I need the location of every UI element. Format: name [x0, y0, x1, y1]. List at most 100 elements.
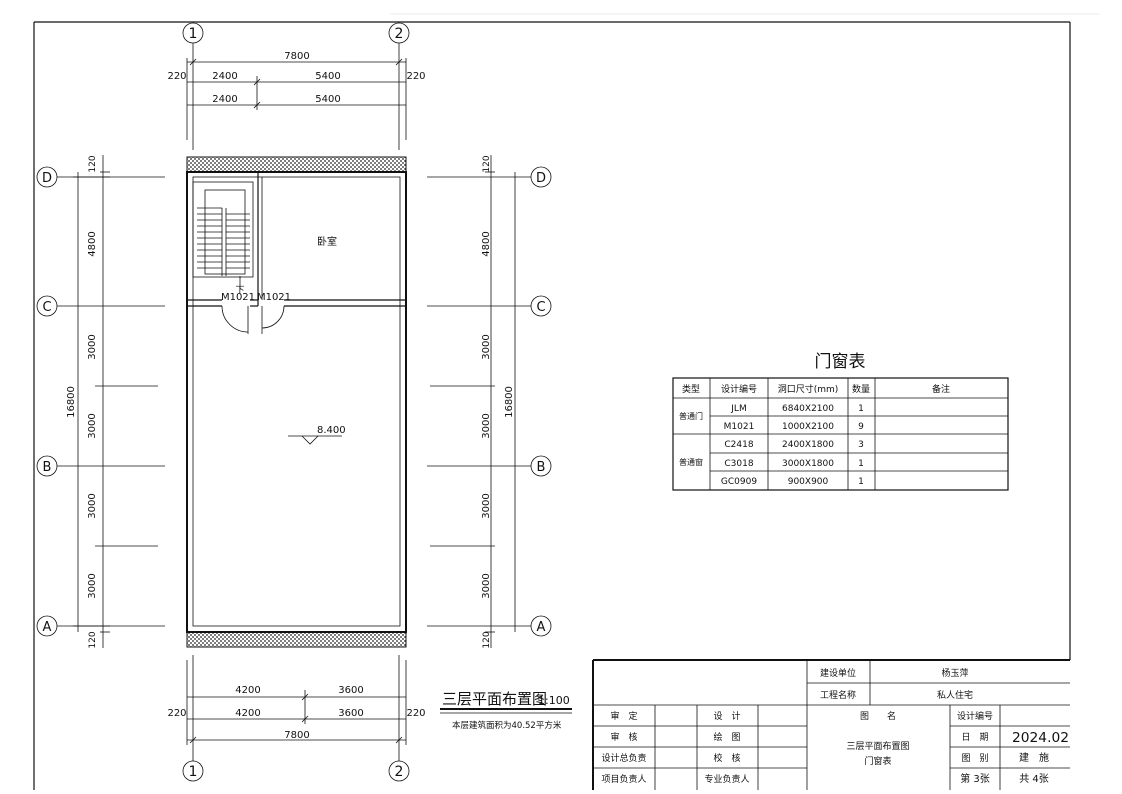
plan-scale: 1:100	[538, 694, 570, 707]
dim-bottom-left-ext: 220	[167, 708, 186, 719]
table-cell: 6840X2100	[782, 404, 834, 414]
tb-sheet-no: 第 3张	[960, 772, 990, 785]
top-dimensions: 7800 220 2400 5400 220 2400 5400	[167, 51, 426, 140]
tb-date-label: 日 期	[961, 732, 988, 743]
tb-project-label: 工程名称	[820, 689, 856, 701]
svg-text:B: B	[43, 460, 52, 475]
tb-drawing-name-1: 三层平面布置图	[846, 740, 909, 752]
tb-project-value: 私人住宅	[937, 689, 973, 701]
bottom-dimensions: 4200 3600 220 4200 3600 220 7800	[167, 660, 426, 745]
table-header: 洞口尺寸(mm)	[778, 383, 839, 395]
axis-bubble-1-top: 1	[182, 22, 204, 44]
elevation-value: 8.400	[317, 425, 346, 436]
tb-design-no: 设计编号	[957, 710, 993, 722]
axis-bubble-d-right: D	[530, 166, 552, 188]
svg-text:1: 1	[189, 26, 198, 42]
svg-text:A: A	[537, 620, 546, 635]
table-cell: 2400X1800	[782, 440, 834, 450]
table-header: 备注	[932, 383, 950, 395]
svg-text:D: D	[536, 171, 546, 186]
table-group-type: 普通门	[679, 411, 703, 421]
plan-title: 三层平面布置图 1:100 本层建筑面积为40.52平方米	[440, 690, 572, 731]
table-cell: 1	[858, 477, 864, 487]
axis-bubble-b-right: B	[530, 455, 552, 477]
dim-top-r1-right: 5400	[315, 71, 340, 82]
tb-drawing-name-label: 图 名	[860, 710, 896, 722]
tb-client-label: 建设单位	[820, 667, 856, 679]
table-cell: GC0909	[721, 477, 757, 487]
table-header: 类型	[682, 383, 700, 395]
dim-left-b-a2: 3000	[87, 573, 98, 598]
svg-text:C: C	[42, 300, 51, 315]
tb-draw: 绘 图	[713, 731, 740, 743]
sheet-border	[33, 13, 1100, 790]
right-dimensions: 4800 3000 3000 3000 3000 120 120 16800	[481, 155, 516, 649]
svg-text:1: 1	[189, 764, 198, 780]
dim-left-c-b1: 3000	[87, 334, 98, 359]
dim-top-r1-left: 2400	[212, 71, 237, 82]
axis-lines	[57, 43, 531, 761]
table-cell: 3000X1800	[782, 459, 834, 469]
axis-bubble-2-top: 2	[388, 22, 410, 44]
tb-check: 校 核	[713, 752, 740, 764]
dim-left-d-c: 4800	[87, 231, 98, 256]
table-cell: 900X900	[788, 477, 829, 487]
dim-top-overall: 7800	[284, 51, 309, 62]
tb-design: 设 计	[713, 710, 740, 722]
axis-bubble-a-left: A	[36, 615, 58, 637]
stair-down-label: 下	[235, 286, 244, 296]
dim-left-overall: 16800	[66, 386, 77, 418]
table-cell: M1021	[724, 422, 755, 432]
table-header: 数量	[852, 383, 870, 395]
tb-approve: 审 定	[610, 710, 637, 722]
dim-bottom-r2-right: 3600	[338, 708, 363, 719]
dim-left-bottom-ext: 120	[88, 631, 98, 648]
dim-top-r2-left: 2400	[212, 94, 237, 105]
dim-bottom-right-ext: 220	[406, 708, 425, 719]
door-right-label: M1021	[257, 292, 291, 303]
title-block: 建设单位 杨玉萍 工程名称 私人住宅 审 定 设 计 图 名 设计编号 审 核 …	[592, 659, 1070, 790]
elevation-marker: 8.400	[288, 425, 346, 445]
tb-date-value: 2024.02	[1012, 731, 1069, 746]
table-cell: 1	[858, 459, 864, 469]
table-header: 设计编号	[721, 383, 757, 395]
axis-bubble-d-left: D	[36, 166, 58, 188]
table-cell: 9	[858, 422, 864, 432]
plan-area-note: 本层建筑面积为40.52平方米	[452, 720, 562, 731]
door-left: M1021	[221, 292, 255, 334]
svg-text:D: D	[42, 171, 52, 186]
table-cell: JLM	[730, 404, 746, 414]
dim-right-b-a2: 3000	[481, 573, 492, 598]
axis-bubble-b-left: B	[36, 455, 58, 477]
dim-left-top-ext: 120	[88, 155, 98, 172]
dim-bottom-r1-right: 3600	[338, 685, 363, 696]
table-group-type: 普通窗	[679, 457, 703, 467]
dim-top-right-ext: 220	[406, 71, 425, 82]
svg-text:C: C	[536, 300, 545, 315]
svg-text:B: B	[537, 460, 546, 475]
floor-plan	[186, 156, 407, 648]
dim-left-c-b2: 3000	[87, 413, 98, 438]
table-title: 门窗表	[815, 352, 866, 372]
svg-text:A: A	[43, 620, 52, 635]
tb-client-value: 杨玉萍	[941, 667, 968, 679]
svg-text:2: 2	[395, 764, 404, 780]
axis-bubble-2-bottom: 2	[388, 760, 410, 782]
left-dimensions: 4800 3000 3000 3000 3000 120 120 16800	[66, 155, 110, 649]
dim-left-b-a1: 3000	[87, 493, 98, 518]
table-cell: 1000X2100	[782, 422, 834, 432]
table-cell: 3	[858, 440, 864, 450]
tb-category-value: 建 施	[1019, 751, 1049, 764]
dim-right-c-b1: 3000	[481, 334, 492, 359]
dim-bottom-overall: 7800	[284, 730, 309, 741]
tb-drawing-name-2: 门窗表	[864, 755, 891, 767]
room-label: 卧室	[317, 235, 337, 248]
axis-bubble-1-bottom: 1	[182, 760, 204, 782]
table-cell: C2418	[724, 440, 753, 450]
tb-pm: 项目负责人	[601, 773, 646, 785]
tb-chief: 设计总负责	[601, 752, 646, 764]
dim-right-bottom-ext: 120	[482, 631, 492, 648]
tb-sheet-total: 共 4张	[1019, 773, 1049, 785]
dim-right-overall: 16800	[504, 386, 515, 418]
